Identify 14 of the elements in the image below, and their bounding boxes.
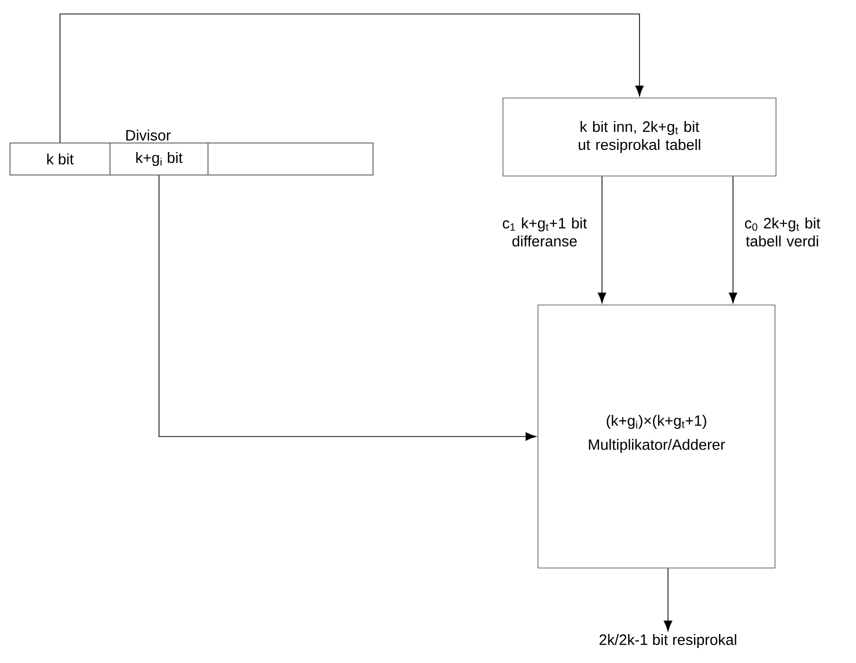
node-label: Divisor <box>126 130 171 141</box>
register-cell <box>208 142 374 176</box>
output-text: 2k/2k-1 bit resiprokal <box>600 634 736 648</box>
table-box: k bit inn, 2k+g$_{t}$ bit ut resiprokal tabell <box>502 98 776 176</box>
edge-label: c$_{0}$ 2k+g$_{t}$ bit tabell verdi <box>737 216 828 248</box>
arrow <box>60 14 644 143</box>
arrow <box>158 175 536 441</box>
edge-label: c$_{1}$ k+g$_{t}$+1 bit differanse <box>498 216 592 248</box>
register-cell: k bit <box>10 142 110 176</box>
multiplier-box: (k+g$_{i}$)×(k+g$_{t}$+1) Multiplikator/Adderer <box>538 304 776 568</box>
arrow <box>728 176 738 304</box>
register-cell: k+g$_{i}$ bit <box>110 142 208 176</box>
arrow <box>598 176 606 304</box>
arrow <box>664 568 672 632</box>
